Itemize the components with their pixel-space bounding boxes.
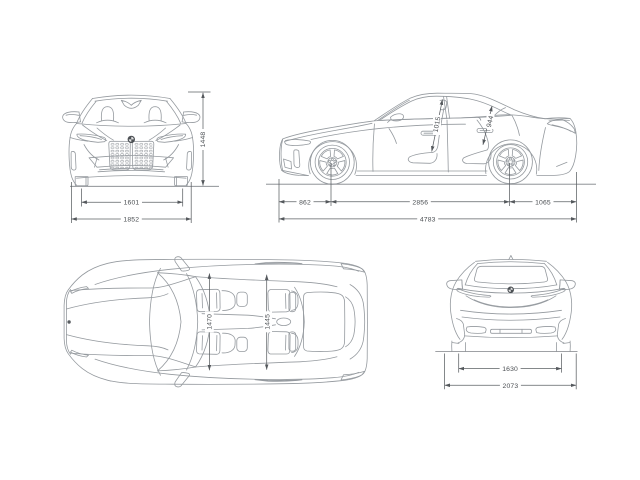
svg-text:1601: 1601 [124, 200, 140, 207]
svg-text:862: 862 [299, 199, 311, 206]
svg-text:944: 944 [486, 115, 495, 128]
svg-text:1065: 1065 [535, 199, 551, 206]
svg-text:2856: 2856 [412, 199, 428, 206]
svg-text:1448: 1448 [200, 132, 207, 148]
svg-text:1630: 1630 [502, 366, 518, 373]
svg-text:2073: 2073 [503, 383, 519, 390]
svg-text:1470: 1470 [207, 314, 214, 330]
svg-text:4783: 4783 [420, 217, 436, 224]
svg-text:1445: 1445 [264, 314, 271, 330]
svg-text:1015: 1015 [433, 116, 443, 133]
svg-text:1852: 1852 [123, 217, 139, 224]
